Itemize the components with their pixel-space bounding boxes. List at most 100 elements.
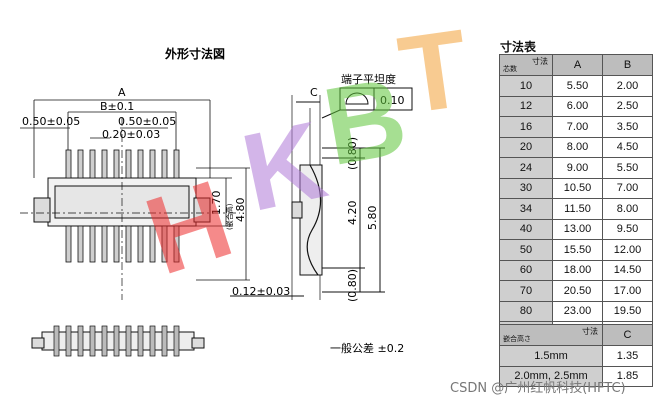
- pin-count-cell: 10: [499, 75, 553, 97]
- pin-upper: [149, 149, 156, 179]
- dim-a-cell: 18.00: [552, 259, 603, 281]
- hkbt-watermark: H K B T: [132, 6, 476, 298]
- dim-a-cell: 10.50: [552, 177, 603, 199]
- dim-580-label: 5.80: [366, 206, 379, 231]
- bottom-pin: [53, 325, 60, 357]
- side-view: [230, 95, 385, 300]
- pin-count-cell: 16: [499, 116, 553, 138]
- pin-count-cell: 70: [499, 280, 553, 302]
- pin-upper: [113, 149, 120, 179]
- tolerance-note: 一般公差 ±0.2: [330, 341, 404, 355]
- bottom-pin: [149, 325, 156, 357]
- table2-header-c: C: [602, 324, 653, 346]
- mating-height-cell: 2.0mm, 2.5mm: [499, 365, 603, 387]
- dim-012-label: 0.12±0.03: [232, 285, 290, 298]
- pin-lower: [77, 225, 84, 263]
- dim-b-cell: 7.00: [602, 177, 653, 199]
- top-view-dimensions: [20, 99, 250, 281]
- table1-header-a: A: [552, 54, 603, 76]
- dim-c-cell: 1.85: [602, 365, 653, 387]
- pin-lower: [101, 225, 108, 263]
- pin-count-cell: 34: [499, 198, 553, 220]
- footer-watermark: CSDN @广州红帆科技(HFTC): [450, 381, 626, 396]
- pin-lower: [65, 225, 72, 263]
- dim-b-label: B±0.1: [100, 100, 134, 113]
- flatness-label: 端子平坦度: [341, 72, 396, 86]
- dim-a-cell: 20.50: [552, 280, 603, 302]
- pin-upper: [65, 149, 72, 179]
- mating-height-cell: 1.5mm: [499, 345, 603, 367]
- dim-b-cell: 9.50: [602, 218, 653, 240]
- pin-count-cell: 24: [499, 157, 553, 179]
- dim-b-cell: 5.50: [602, 157, 653, 179]
- pin-upper: [161, 149, 168, 179]
- bottom-pin: [125, 325, 132, 357]
- pin-lower: [113, 225, 120, 263]
- pin-count-cell: 40: [499, 218, 553, 240]
- dim-a-cell: 8.00: [552, 136, 603, 158]
- bottom-view-pins: [53, 325, 180, 357]
- pin-count-cell: 12: [499, 95, 553, 117]
- dimension-table-title: 寸法表: [500, 40, 537, 54]
- pin-upper: [173, 149, 180, 179]
- pin-upper: [137, 149, 144, 179]
- dim-420-label: 4.20: [346, 201, 359, 226]
- pin-count-cell: 20: [499, 136, 553, 158]
- dim-a-label: A: [118, 86, 126, 99]
- dim-a-cell: 13.00: [552, 218, 603, 240]
- technical-drawing: A B±0.1 0.50±0.05 0.50±0.05 0.20±0.03 1.…: [20, 6, 476, 357]
- flatness-value: 0.10: [380, 94, 405, 107]
- pin-lower: [161, 225, 168, 263]
- dim-b-cell: 3.50: [602, 116, 653, 138]
- dim-a-cell: 9.00: [552, 157, 603, 179]
- pin-upper: [89, 149, 96, 179]
- flatness-symbol: [321, 87, 413, 119]
- pin-upper: [125, 149, 132, 179]
- pin-count-cell: 50: [499, 239, 553, 261]
- dim-b-cell: 12.00: [602, 239, 653, 261]
- pin-count-cell: 30: [499, 177, 553, 199]
- bottom-pin: [65, 325, 72, 357]
- dim-b-cell: 2.50: [602, 95, 653, 117]
- dim-c-cell: 1.35: [602, 345, 653, 367]
- bottom-pin: [173, 325, 180, 357]
- pin-count-cell: 60: [499, 259, 553, 281]
- table2-corner: 寸法 嵌合高さ: [499, 324, 603, 346]
- bottom-pin: [89, 325, 96, 357]
- pin-count-cell: 80: [499, 300, 553, 322]
- dim-b-cell: 14.50: [602, 259, 653, 281]
- drawing-title: 外形寸法図: [165, 46, 225, 61]
- top-view: [20, 118, 240, 300]
- dim-b-cell: 8.00: [602, 198, 653, 220]
- dim-b-cell: 19.50: [602, 300, 653, 322]
- dim-170-label: 1.70: [210, 191, 223, 216]
- connector-pins: [65, 149, 180, 263]
- pin-lower: [149, 225, 156, 263]
- dim-b-cell: 2.00: [602, 75, 653, 97]
- bottom-pin: [113, 325, 120, 357]
- dim-b-cell: 4.50: [602, 136, 653, 158]
- pin-lower: [173, 225, 180, 263]
- dim-a-cell: 15.50: [552, 239, 603, 261]
- dim-a-cell: 7.00: [552, 116, 603, 138]
- pin-lower: [137, 225, 144, 263]
- dim-c-label: C: [310, 86, 318, 99]
- pin-lower: [89, 225, 96, 263]
